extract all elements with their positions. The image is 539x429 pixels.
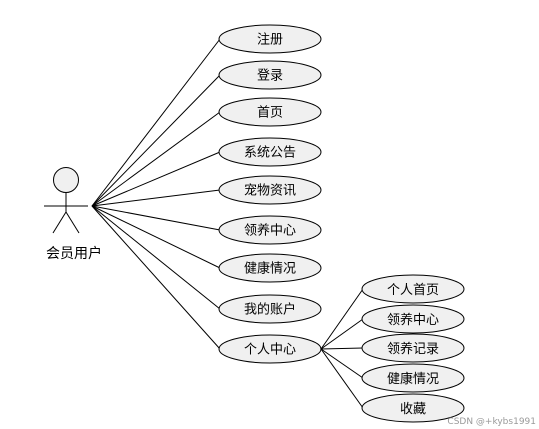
sub-use-case: 收藏 bbox=[361, 393, 465, 423]
use-case-label: 健康情况 bbox=[244, 261, 296, 277]
actor-right-leg bbox=[65, 211, 80, 234]
use-case: 首页 bbox=[218, 97, 322, 127]
sub-use-case-oval bbox=[361, 274, 465, 304]
sub-association-line bbox=[320, 348, 364, 409]
actor-association-line bbox=[91, 205, 221, 231]
use-case-oval bbox=[218, 215, 322, 245]
sub-use-case: 领养中心 bbox=[361, 304, 465, 334]
use-case-oval bbox=[218, 253, 322, 283]
use-case-label: 我的账户 bbox=[244, 302, 296, 318]
use-case-list: 注册 登录 首页 系统公告 宠物资讯 领养中心 健康情况 我的账户 bbox=[218, 24, 322, 364]
sub-use-case-label: 领养中心 bbox=[387, 312, 439, 328]
association-lines bbox=[91, 38, 364, 409]
sub-use-case-label: 领养记录 bbox=[387, 341, 439, 357]
use-case: 系统公告 bbox=[218, 137, 322, 167]
actor-label: 会员用户 bbox=[46, 245, 102, 262]
use-case-oval bbox=[218, 294, 322, 324]
use-case: 注册 bbox=[218, 24, 322, 54]
use-case: 健康情况 bbox=[218, 253, 322, 283]
use-case-oval bbox=[218, 137, 322, 167]
actor-association-line bbox=[91, 151, 221, 207]
sub-use-case-label: 个人首页 bbox=[387, 283, 439, 298]
sub-use-case-oval bbox=[361, 363, 465, 393]
use-case-label: 领养中心 bbox=[244, 223, 296, 239]
use-case-oval bbox=[218, 97, 322, 127]
use-case-oval bbox=[218, 175, 322, 205]
sub-use-case-label: 健康情况 bbox=[387, 371, 439, 387]
use-case-oval bbox=[218, 60, 322, 90]
actor-association-line bbox=[91, 74, 221, 207]
use-case-oval bbox=[218, 334, 322, 364]
sub-use-case-oval bbox=[361, 333, 465, 363]
sub-association-line bbox=[320, 348, 364, 379]
actor-association-line bbox=[91, 189, 221, 207]
actor-head bbox=[53, 167, 79, 193]
sub-association-line bbox=[320, 318, 364, 350]
use-case-label: 宠物资讯 bbox=[244, 183, 296, 199]
actor-association-line bbox=[91, 38, 221, 207]
sub-use-case: 领养记录 bbox=[361, 333, 465, 363]
use-case-label: 首页 bbox=[257, 106, 283, 121]
use-case: 个人中心 bbox=[218, 334, 322, 364]
use-case-label: 注册 bbox=[257, 33, 283, 48]
use-case: 我的账户 bbox=[218, 294, 322, 324]
actor: 会员用户 bbox=[44, 167, 102, 262]
watermark: CSDN @+kybs1991 bbox=[447, 417, 536, 427]
actor-association-line bbox=[91, 205, 221, 310]
use-case-oval bbox=[218, 24, 322, 54]
actor-association-line bbox=[91, 111, 221, 207]
use-case-label: 登录 bbox=[257, 69, 283, 84]
use-case: 领养中心 bbox=[218, 215, 322, 245]
sub-use-case: 个人首页 bbox=[361, 274, 465, 304]
use-case-label: 系统公告 bbox=[244, 146, 296, 161]
actor-association-line bbox=[91, 205, 221, 350]
actor-left-leg bbox=[52, 211, 67, 234]
sub-association-line bbox=[320, 347, 364, 350]
use-case: 登录 bbox=[218, 60, 322, 90]
sub-use-case-label: 收藏 bbox=[400, 402, 426, 417]
sub-use-case: 健康情况 bbox=[361, 363, 465, 393]
use-case: 宠物资讯 bbox=[218, 175, 322, 205]
sub-association-line bbox=[320, 288, 364, 350]
sub-use-case-list: 个人首页 领养中心 领养记录 健康情况 收藏 bbox=[361, 274, 465, 423]
sub-use-case-oval bbox=[361, 304, 465, 334]
sub-use-case-oval bbox=[361, 393, 465, 423]
use-case-label: 个人中心 bbox=[244, 343, 296, 358]
actor-association-line bbox=[91, 205, 221, 269]
